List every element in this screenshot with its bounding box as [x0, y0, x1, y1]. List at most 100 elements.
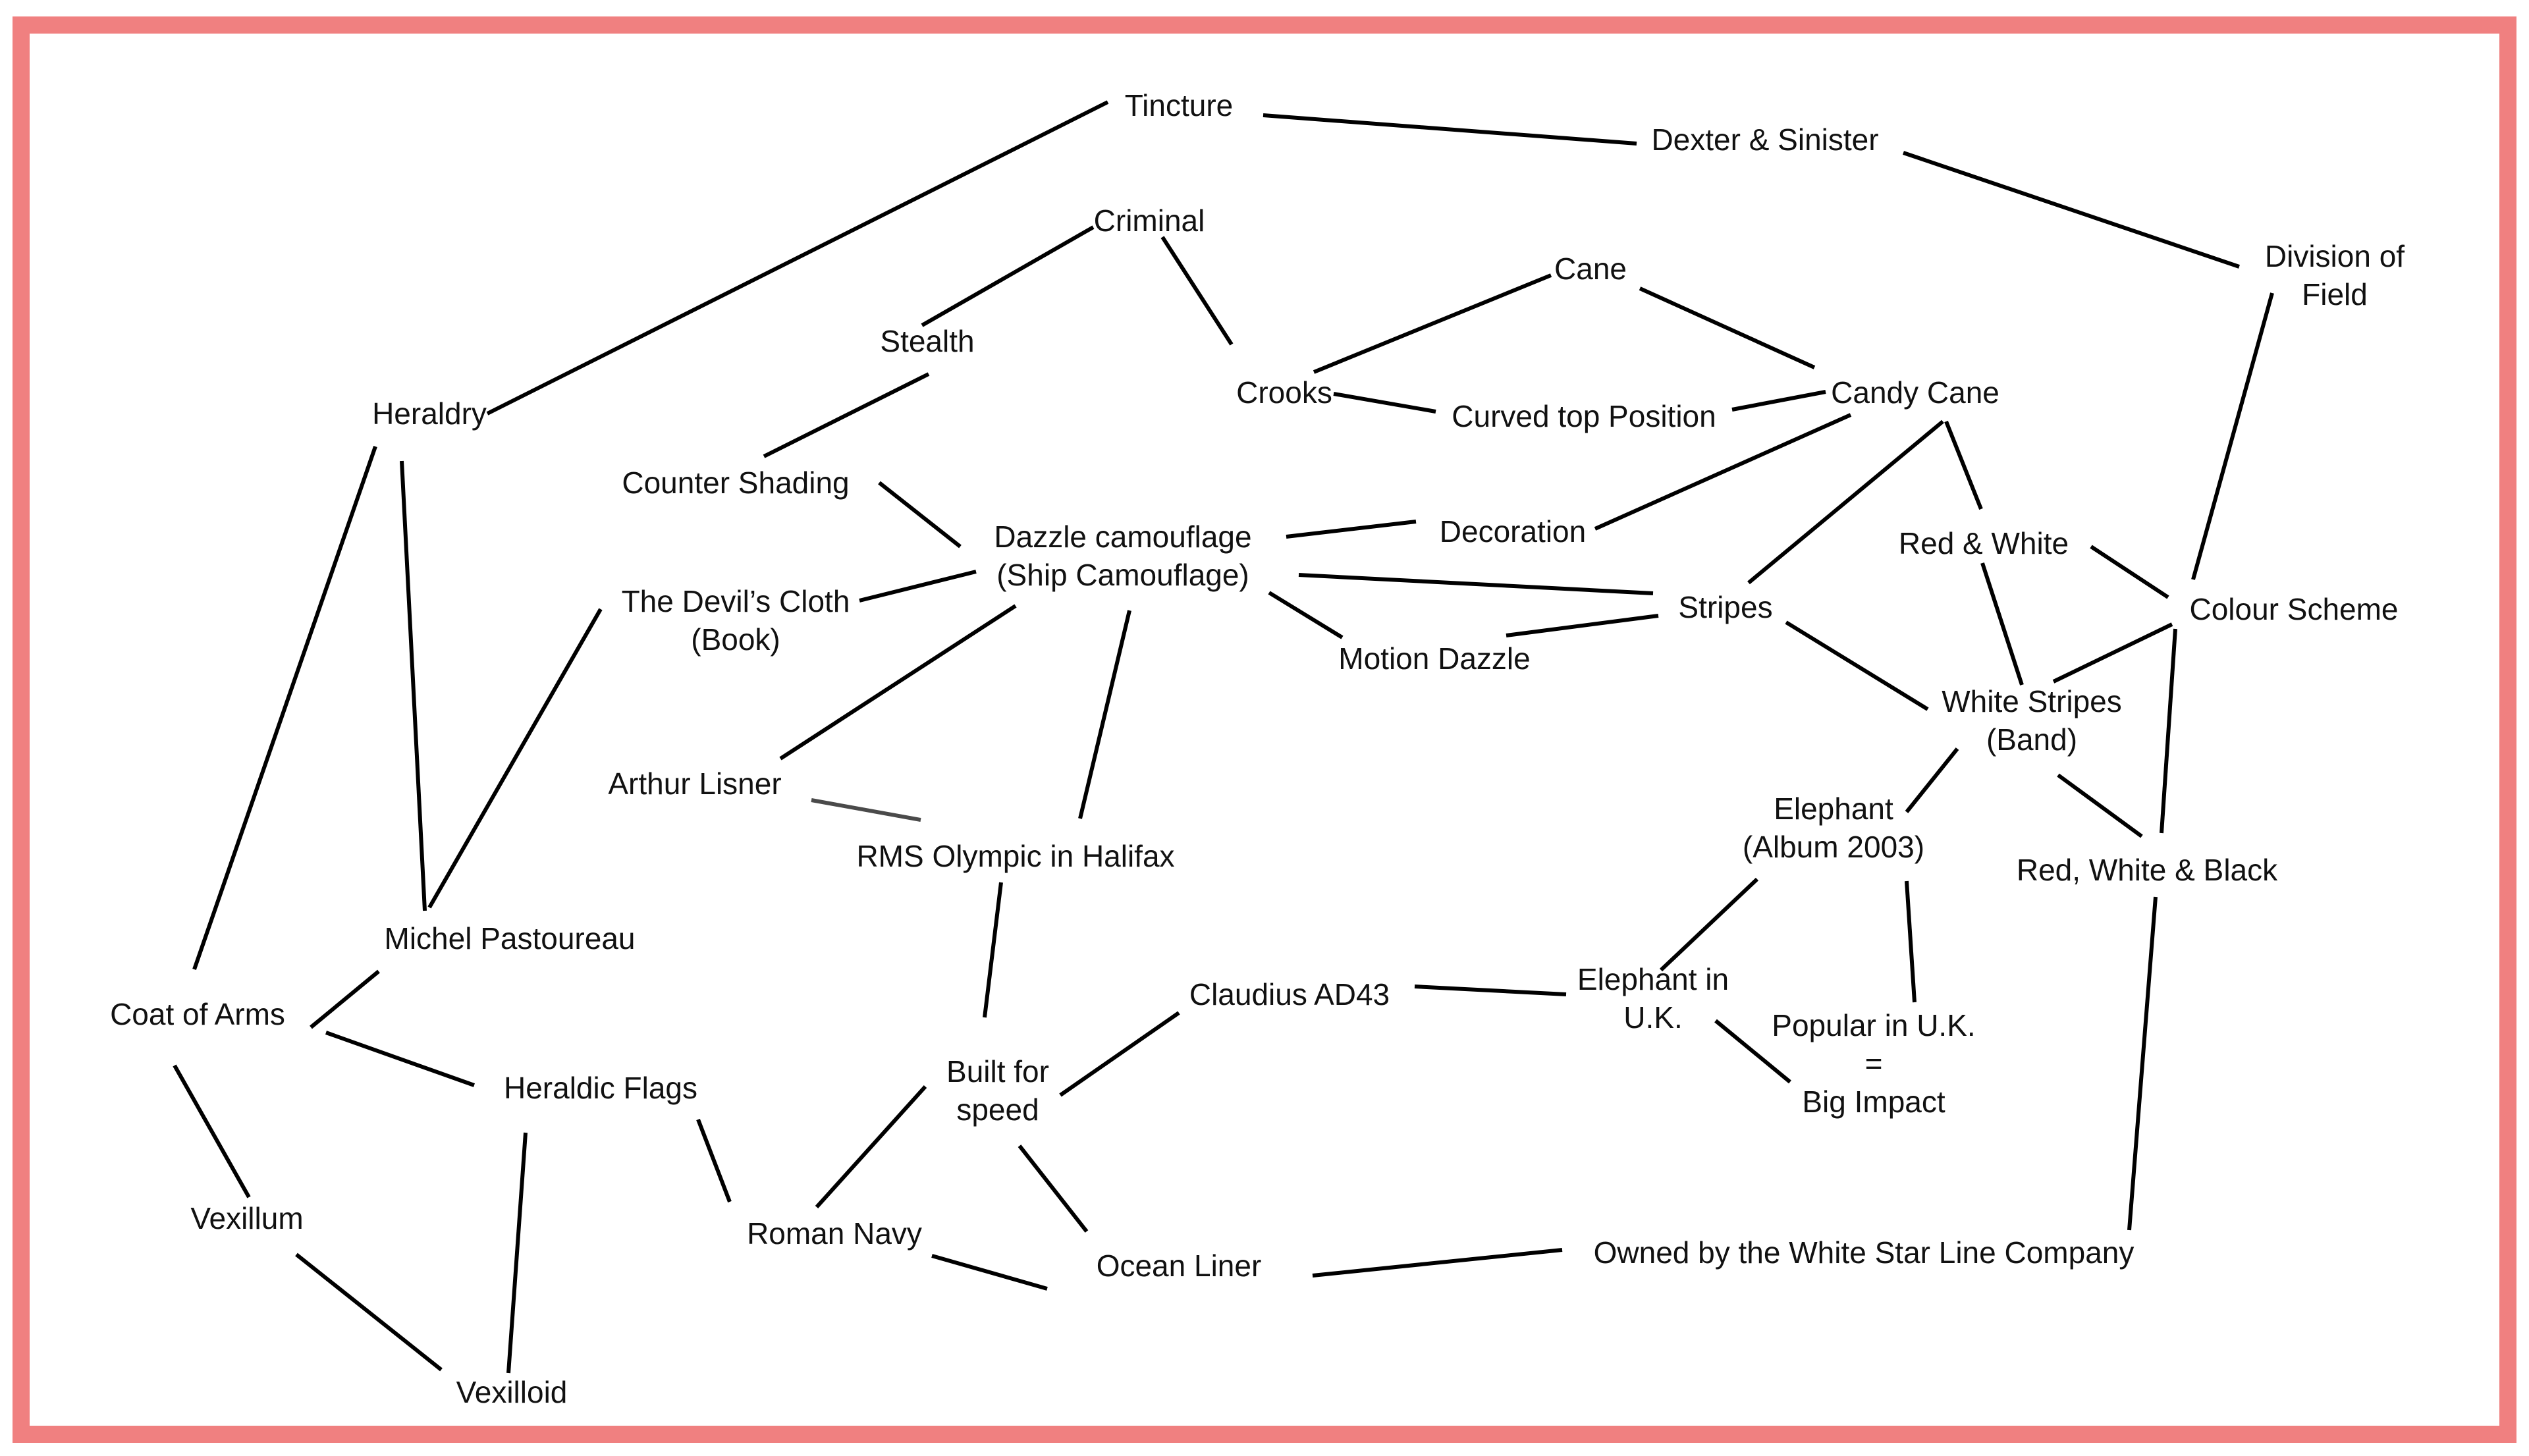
edge-red-and-white-to-colour-scheme [2090, 545, 2169, 599]
edge-division-of-field-to-colour-scheme [2191, 292, 2274, 580]
node-counter-shading-line: Counter Shading [622, 466, 849, 500]
node-division-of-field-line: Division of [2265, 239, 2405, 273]
edge-rms-olympic-to-built-for-speed [983, 882, 1003, 1018]
edge-stealth-to-counter-shading [763, 372, 930, 458]
edge-heraldic-flags-to-vexilloid [506, 1132, 528, 1374]
edge-candy-cane-to-stripes [1747, 419, 1944, 585]
node-stealth: Stealth [880, 324, 974, 358]
node-motion-dazzle-line: Motion Dazzle [1338, 641, 1530, 676]
node-dexter-sinister-line: Dexter & Sinister [1651, 122, 1878, 157]
edge-red-and-white-to-white-stripes-band [1980, 562, 2024, 686]
node-roman-navy-line: Roman Navy [747, 1216, 922, 1251]
node-red-and-white-line: Red & White [1899, 526, 2069, 560]
edge-tincture-to-dexter-sinister [1263, 113, 1637, 146]
edge-devils-cloth-to-michel-pastoureau [427, 608, 603, 909]
node-roman-navy: Roman Navy [747, 1216, 922, 1251]
node-dazzle-camouflage-line: (Ship Camouflage) [996, 558, 1249, 592]
node-curved-top-position-line: Curved top Position [1452, 399, 1716, 433]
node-stripes-line: Stripes [1678, 590, 1772, 624]
node-elephant-in-uk-line: U.K. [1623, 1000, 1682, 1035]
node-heraldry-line: Heraldry [372, 396, 487, 431]
node-built-for-speed-line: Built for [946, 1054, 1049, 1089]
edge-coat-of-arms-to-heraldic-flags [325, 1031, 476, 1087]
node-michel-pastoureau-line: Michel Pastoureau [385, 921, 636, 956]
node-elephant-album-line: Elephant [1774, 792, 1893, 826]
edge-claudius-to-elephant-in-uk [1414, 984, 1567, 996]
node-vexilloid-line: Vexilloid [456, 1375, 568, 1409]
edge-elephant-album-to-popular-in-uk [1905, 880, 1917, 1003]
node-michel-pastoureau: Michel Pastoureau [385, 921, 636, 956]
edge-criminal-to-crooks [1160, 236, 1234, 346]
edge-curved-top-position-to-candy-cane [1731, 390, 1826, 412]
node-heraldic-flags-line: Heraldic Flags [504, 1071, 697, 1105]
node-dazzle-camouflage: Dazzle camouflage (Ship Camouflage) [994, 520, 1251, 592]
node-built-for-speed-line: speed [956, 1092, 1039, 1127]
edge-built-for-speed-to-roman-navy [815, 1085, 927, 1209]
edge-candy-cane-to-red-and-white [1944, 420, 1983, 510]
edge-white-stripes-band-to-elephant-album [1905, 747, 1959, 813]
node-claudius: Claudius AD43 [1189, 977, 1390, 1011]
edge-heraldry-to-michel-pastoureau [400, 460, 427, 911]
node-red-white-black: Red, White & Black [2017, 853, 2278, 887]
edge-claudius-to-built-for-speed [1059, 1011, 1180, 1097]
node-white-stripes-band-line: (Band) [1986, 722, 2077, 757]
node-colour-scheme-line: Colour Scheme [2189, 592, 2398, 626]
node-tincture-line: Tincture [1125, 88, 1233, 122]
node-dazzle-camouflage-line: Dazzle camouflage [994, 520, 1251, 554]
node-stripes: Stripes [1678, 590, 1772, 624]
node-elephant-album-line: (Album 2003) [1743, 830, 1924, 864]
node-popular-in-uk-line: = [1865, 1046, 1883, 1081]
node-curved-top-position: Curved top Position [1452, 399, 1716, 433]
node-cane: Cane [1554, 252, 1627, 286]
node-devils-cloth-line: (Book) [691, 622, 780, 657]
node-coat-of-arms: Coat of Arms [110, 997, 285, 1031]
edge-dazzle-camouflage-to-motion-dazzle [1268, 591, 1344, 639]
edge-heraldic-flags-to-roman-navy [696, 1118, 732, 1203]
node-devils-cloth-line: The Devil’s Cloth [622, 584, 850, 618]
node-white-stripes-band: White Stripes(Band) [1942, 684, 2122, 757]
node-elephant-in-uk-line: Elephant in [1577, 962, 1729, 996]
node-white-star-line-line: Owned by the White Star Line Company [1594, 1235, 2135, 1270]
edge-criminal-to-stealth [921, 225, 1095, 327]
node-white-star-line: Owned by the White Star Line Company [1594, 1235, 2135, 1270]
frame-border [13, 16, 2516, 1443]
node-heraldic-flags: Heraldic Flags [504, 1071, 697, 1105]
edge-tincture-to-heraldry [486, 100, 1109, 416]
edge-stripes-to-white-stripes-band [1785, 620, 1929, 711]
edge-coat-of-arms-to-vexillum [173, 1064, 251, 1199]
node-ocean-liner-line: Ocean Liner [1097, 1249, 1262, 1283]
edge-elephant-album-to-elephant-in-uk [1659, 877, 1759, 972]
node-red-white-black-line: Red, White & Black [2017, 853, 2278, 887]
node-stealth-line: Stealth [880, 324, 974, 358]
edge-counter-shading-to-dazzle-camouflage [878, 481, 962, 549]
node-decoration-line: Decoration [1440, 514, 1586, 549]
node-popular-in-uk-line: Big Impact [1802, 1085, 1945, 1119]
node-coat-of-arms-line: Coat of Arms [110, 997, 285, 1031]
edge-red-white-black-to-white-star-line [2127, 896, 2158, 1231]
node-candy-cane-line: Candy Cane [1831, 375, 1999, 410]
node-ocean-liner: Ocean Liner [1097, 1249, 1262, 1283]
node-candy-cane: Candy Cane [1831, 375, 1999, 410]
node-devils-cloth: The Devil’s Cloth (Book) [622, 584, 850, 657]
node-heraldry: Heraldry [372, 396, 487, 431]
edge-dexter-sinister-to-division-of-field [1903, 151, 2240, 269]
edge-cane-to-candy-cane [1639, 286, 1816, 369]
edge-arthur-lisner-to-rms-olympic [811, 798, 921, 822]
edge-dazzle-camouflage-to-rms-olympic [1078, 610, 1131, 819]
edge-dazzle-camouflage-to-arthur-lisner [779, 604, 1017, 761]
node-criminal: Criminal [1094, 203, 1205, 238]
node-criminal-line: Criminal [1094, 203, 1205, 238]
node-colour-scheme: Colour Scheme [2189, 592, 2398, 626]
node-crooks-line: Crooks [1236, 375, 1332, 410]
node-counter-shading: Counter Shading [622, 466, 849, 500]
edge-motion-dazzle-to-stripes [1506, 614, 1659, 637]
node-red-and-white: Red & White [1899, 526, 2069, 560]
node-cane-line: Cane [1554, 252, 1627, 286]
node-claudius-line: Claudius AD43 [1189, 977, 1390, 1011]
edge-vexillum-to-vexilloid [295, 1253, 443, 1372]
node-elephant-album: Elephant (Album 2003) [1743, 792, 1924, 864]
node-popular-in-uk-line: Popular in U.K. [1772, 1008, 1975, 1042]
